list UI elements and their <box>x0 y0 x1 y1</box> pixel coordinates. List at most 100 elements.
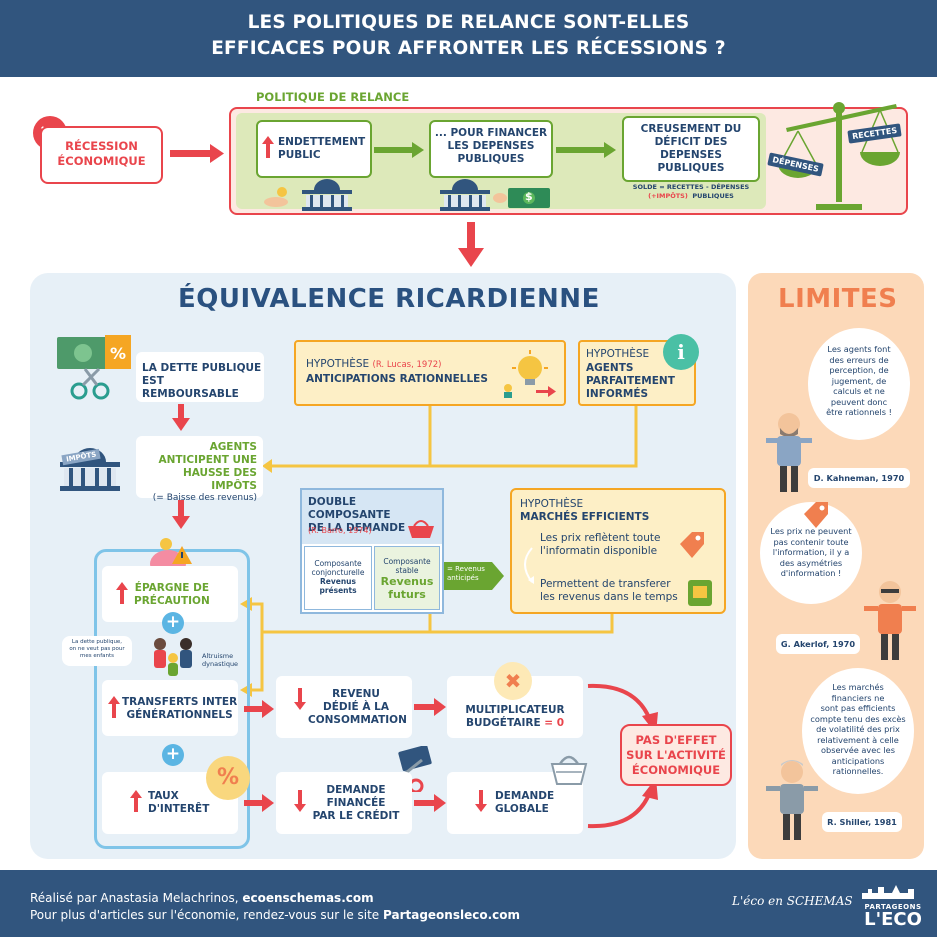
anticipes-line-2: anticipés <box>447 574 479 582</box>
plus-glyph-1: + <box>165 612 181 632</box>
price-tag-icon <box>680 532 704 558</box>
b2-line-2: pas contenir toute <box>773 536 849 547</box>
phone-money-icon <box>688 580 712 606</box>
info-icon: i <box>663 334 699 370</box>
limites-title: LIMITES <box>778 284 898 314</box>
comp1-line-1: Composante <box>314 559 362 568</box>
endettement-line-2: PUBLIC <box>278 149 321 161</box>
partageonsleco-link[interactable]: Partageonsleco.com <box>383 908 521 922</box>
shiller-avatar <box>766 760 818 840</box>
arrow-transferts-to-revenu <box>244 700 274 718</box>
shopping-basket-icon <box>550 755 588 785</box>
comp1-line-4: présents <box>319 586 357 595</box>
globale-line-2: GLOBALE <box>495 803 549 815</box>
double-author: (R. Barro, 1974) <box>308 526 372 535</box>
effet-line-1: PAS D'EFFET <box>635 733 717 747</box>
arrow-revenu-to-multiplicateur <box>414 698 446 716</box>
formula-impots: (+IMPÔTS) <box>648 192 688 200</box>
arrow-policy-to-ricardo <box>458 222 484 267</box>
double-composante-box: DOUBLE COMPOSANTE DE LA DEMANDE (R. Barr… <box>300 488 444 614</box>
down-arrow-icon <box>294 790 306 812</box>
agents-line-1: AGENTS <box>209 441 257 453</box>
dette-line-2: EST REMBOURSABLE <box>142 375 239 400</box>
arrow-agents-to-epargne <box>172 500 190 529</box>
double-line-1: DOUBLE COMPOSANTE <box>308 496 391 521</box>
hyp3-item1-line-2: l'informatin disponible <box>540 545 658 557</box>
hyp-lucas-box: HYPOTHÈSE (R. Lucas, 1972) ANTICIPATIONS… <box>294 340 566 406</box>
b2-line-4: des asymétries <box>779 557 843 568</box>
comp2-line-3: Revenus <box>380 575 434 588</box>
hyp3-text: MARCHÉS EFFICIENTS <box>520 511 650 523</box>
anticipes-line-1: = Revenus <box>447 565 485 573</box>
altruisme-label: Altruisme dynastique <box>202 652 238 668</box>
hyp1-author: (R. Lucas, 1972) <box>372 360 442 370</box>
b3-line-3: sont pas efficients <box>820 703 896 713</box>
agents-line-3: HAUSSE DES IMPÔTS <box>182 467 257 492</box>
kahneman-name: D. Kahneman, 1970 <box>813 473 905 483</box>
revenu-box: REVENU DÉDIÉ À LA CONSOMMATION <box>276 676 412 738</box>
comp2-line-4: futurs <box>388 588 426 601</box>
plus-icon-2: + <box>162 744 184 766</box>
financer-line-2: LES DEPENSES <box>447 140 535 152</box>
shiller-bubble: Les marchés financiers ne sont pas effic… <box>802 668 914 794</box>
revenu-line-2: DÉDIÉ À LA <box>323 701 389 713</box>
ricardo-title: ÉQUIVALENCE RICARDIENNE <box>178 284 600 314</box>
endettement-box: ENDETTEMENT PUBLIC <box>256 120 372 178</box>
multiplicateur-value: = 0 <box>544 717 565 729</box>
deficit-line-3: DEPENSES <box>660 149 722 161</box>
b1-line-4: jugement, de <box>831 375 887 386</box>
shiller-name: R. Shiller, 1981 <box>827 817 897 827</box>
transferts-line-1: TRANSFERTS INTER <box>122 696 238 708</box>
akerlof-name: G. Akerlof, 1970 <box>780 639 856 649</box>
arrow-dette-to-agents <box>172 404 190 431</box>
transferts-line-2: GÉNÉRATIONNELS <box>126 709 233 721</box>
logo2-top: PARTAGEONS <box>864 903 922 911</box>
hyp-marches-box: HYPOTHÈSE MARCHÉS EFFICIENTS Les prix re… <box>510 488 726 614</box>
credit-line-2: FINANCÉE <box>326 797 386 809</box>
b1-line-1: Les agents font <box>827 344 891 354</box>
dette-box: LA DETTE PUBLIQUE EST REMBOURSABLE <box>136 352 264 402</box>
multiplicateur-line-1: MULTIPLICATEUR <box>465 704 565 716</box>
agents-sub: (= Baisse des revenus) <box>152 493 257 503</box>
hyp3-label: HYPOTHÈSE <box>520 498 584 510</box>
up-arrow-icon <box>108 696 120 718</box>
comp1-line-2: conjoncturelle <box>311 568 365 577</box>
recession-line-1: RÉCESSION <box>65 139 138 153</box>
endettement-line-1: ENDETTEMENT <box>278 136 366 148</box>
banknote-scissors-icon <box>57 335 131 400</box>
arrow-taux-to-credit <box>244 794 274 812</box>
dette-note-line-3: mes enfants <box>79 653 115 659</box>
b1-line-3: perception, de <box>829 365 889 375</box>
revenu-line-3: CONSOMMATION <box>308 714 407 726</box>
b3-line-8: anticipations <box>831 755 885 766</box>
deficit-line-1: CREUSEMENT DU <box>640 123 742 135</box>
recession-line-2: ÉCONOMIQUE <box>57 154 146 168</box>
percent-tag: % <box>110 344 127 363</box>
transferts-box: TRANSFERTS INTER GÉNÉRATIONNELS <box>102 680 238 736</box>
building-money-icon <box>440 179 550 211</box>
b3-line-1: Les marchés <box>832 682 884 692</box>
akerlof-name-tag: G. Akerlof, 1970 <box>776 634 860 654</box>
logo-partageons-leco: PARTAGEONS L'ECO <box>858 884 928 929</box>
b1-line-7: être rationnels ! <box>826 407 892 417</box>
altruisme-line-2: dynastique <box>202 660 239 668</box>
hyp3-item2-line-1: Permettent de transferer <box>540 578 671 590</box>
hyp2-line-1: AGENTS <box>586 362 634 374</box>
money-symbol: $ <box>525 190 533 203</box>
hyp3-item2-line-2: les revenus dans le temps <box>540 591 678 603</box>
b2-line-1: Les prix ne peuvent <box>770 526 852 536</box>
arrow-credit-to-globale <box>414 794 446 812</box>
comp1-line-3: Revenus <box>320 577 356 586</box>
taux-line-2: D'INTERÊT <box>148 803 210 815</box>
credit-line-1: DEMANDE <box>326 784 386 796</box>
down-arrow-icon <box>475 790 487 812</box>
title-line-2: EFFICACES POUR AFFRONTER LES RÉCESSIONS … <box>211 38 726 59</box>
kahneman-bubble: Les agents font des erreurs de perceptio… <box>808 328 910 440</box>
b1-line-5: calculs et ne <box>833 386 885 396</box>
epargne-line-1: ÉPARGNE DE <box>134 582 210 594</box>
plus-icon-1: + <box>162 612 184 634</box>
agents-box: AGENTS ANTICIPENT UNE HAUSSE DES IMPÔTS … <box>136 436 263 503</box>
dette-line-1: LA DETTE PUBLIQUE <box>142 362 262 374</box>
ecoenschemas-link[interactable]: ecoenschemas.com <box>242 891 374 905</box>
